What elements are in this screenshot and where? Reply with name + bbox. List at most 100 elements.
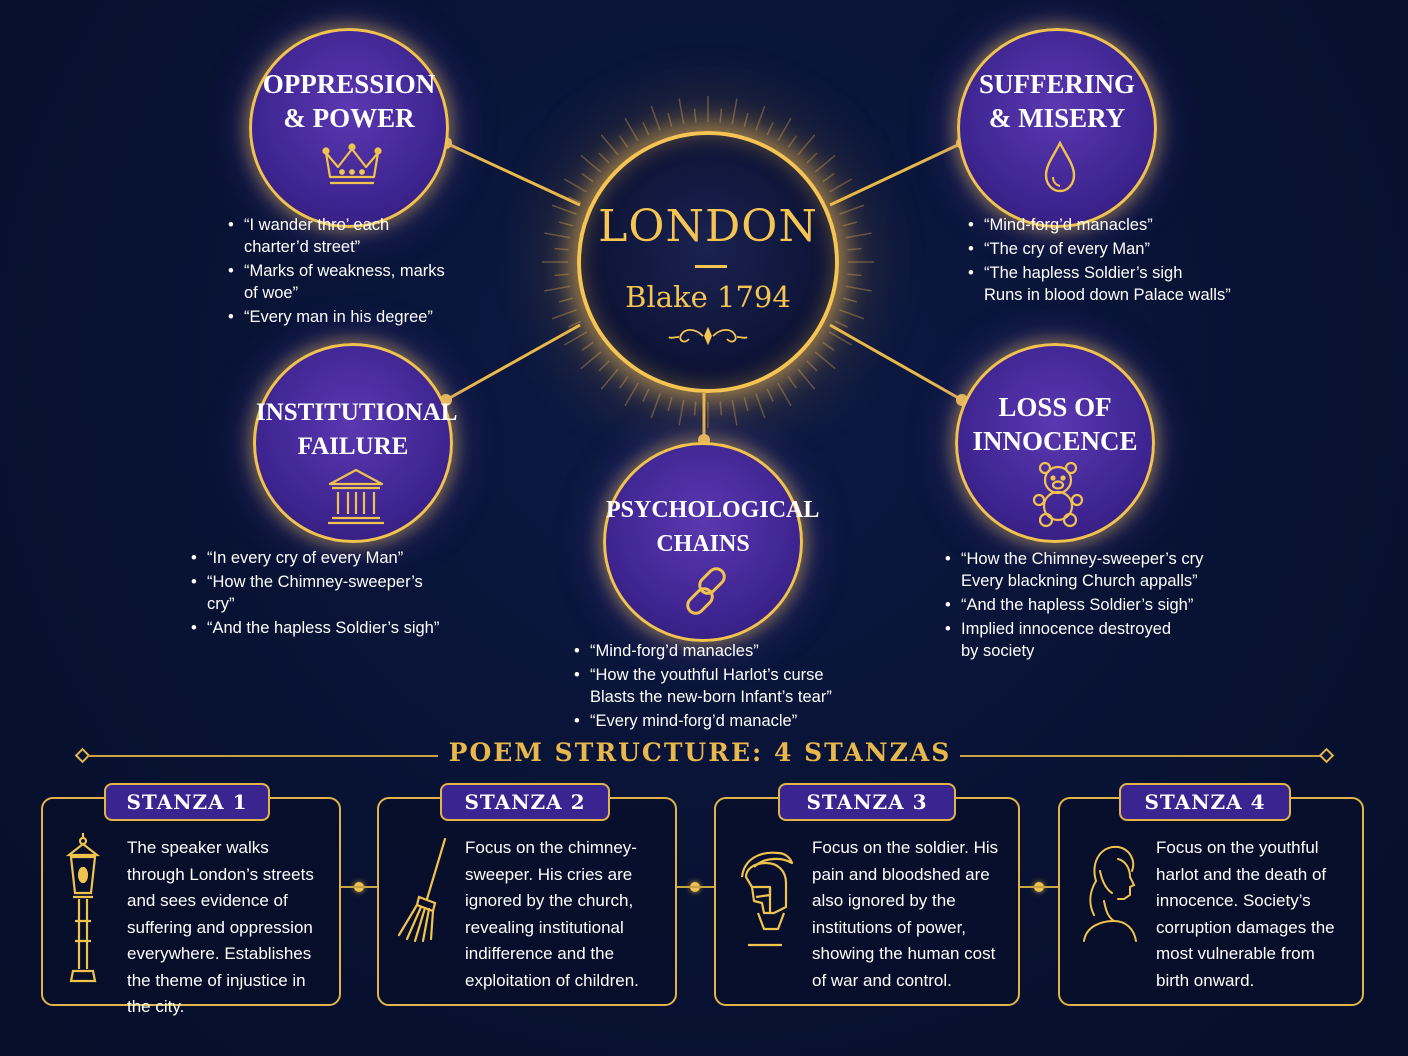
theme-title-line: OPPRESSION — [262, 69, 436, 99]
chain-link-icon — [686, 567, 726, 615]
theme-title-line: PSYCHOLOGICAL — [606, 497, 820, 523]
theme-node-psychological: PSYCHOLOGICAL CHAINS — [603, 442, 820, 642]
quote-item: “The cry of every Man” — [968, 238, 1268, 260]
glow-ray — [834, 320, 848, 328]
glow-ray — [777, 117, 792, 142]
glow-ray — [693, 401, 697, 416]
glow-ray — [551, 204, 577, 215]
glow-ray — [845, 232, 872, 239]
glow-ray — [834, 196, 848, 204]
connector-line — [1020, 886, 1058, 888]
glow-ray — [719, 401, 723, 416]
theme-quotes-innocence: “How the Chimney-sweeper’s cry Every bla… — [945, 548, 1245, 664]
stanza-tab-4: STANZA 4 — [1119, 783, 1291, 821]
quote-item: “And the hapless Soldier’s sigh” — [945, 594, 1245, 616]
glow-ray — [554, 273, 569, 277]
glow-ray — [650, 393, 661, 419]
hub-divider — [695, 265, 727, 268]
glow-ray — [551, 309, 577, 320]
glow-ray — [619, 135, 629, 148]
theme-title-line: & POWER — [283, 103, 415, 133]
glow-ray — [843, 221, 857, 227]
stanza-card-3: Focus on the soldier. His pain and blood… — [714, 797, 1020, 1006]
theme-title-line: FAILURE — [297, 433, 409, 460]
glow-ray — [847, 273, 862, 277]
connector-line — [341, 886, 377, 888]
theme-title: OPPRESSION & POWER — [252, 67, 446, 135]
quote-item: “Mind-forg’d manacles” — [968, 214, 1268, 236]
theme-node-innocence: LOSS OF INNOCENCE — [955, 343, 1155, 543]
glow-ray — [822, 173, 835, 183]
glow-ray — [731, 98, 738, 125]
glow-ray — [797, 134, 816, 156]
theme-title-line: & MISERY — [988, 103, 1126, 133]
glow-ray — [843, 297, 857, 303]
quote-item: “Mind-forg’d manacles” — [574, 640, 874, 662]
glow-ray — [624, 117, 639, 142]
theme-title-line: SUFFERING — [978, 69, 1135, 99]
glow-ray — [554, 247, 569, 251]
divider-line-left — [88, 755, 438, 757]
glow-ray — [600, 134, 619, 156]
stanza-tab-2: STANZA 2 — [440, 783, 610, 821]
glow-ray — [847, 247, 862, 251]
stanza-text: Focus on the soldier. His pain and blood… — [812, 838, 999, 990]
glow-ray — [642, 122, 650, 136]
glow-ray — [845, 285, 872, 292]
stanza-text: The speaker walks through London’s stree… — [127, 838, 314, 1016]
glow-ray — [568, 320, 582, 328]
quote-item: “How the Chimney-sweeper’s cry” — [191, 571, 471, 615]
glow-ray — [787, 376, 797, 389]
glow-ray — [678, 399, 685, 426]
stanza-tab-3: STANZA 3 — [778, 783, 956, 821]
glow-ray — [559, 297, 573, 303]
quote-item: “Every man in his degree” — [228, 306, 488, 328]
stanza-card-2: Focus on the chimney-sweeper. His cries … — [377, 797, 677, 1006]
theme-title: LOSS OF INNOCENCE — [958, 390, 1152, 458]
glow-ray — [839, 309, 865, 320]
glow-ray — [743, 397, 749, 411]
glow-ray — [581, 173, 594, 183]
glow-ray — [563, 331, 588, 346]
central-hub: LONDON Blake 1794 — [577, 131, 839, 393]
glow-ray — [642, 388, 650, 402]
glow-ray — [755, 105, 766, 131]
theme-quotes-oppression: “I wander thro’ each charter’d street” “… — [228, 214, 488, 330]
glow-ray — [678, 98, 685, 125]
glow-ray — [839, 204, 865, 215]
theme-title: SUFFERING & MISERY — [960, 67, 1154, 135]
stanza-text: Focus on the youthful harlot and the dea… — [1156, 838, 1335, 990]
theme-title: PSYCHOLOGICAL CHAINS — [606, 493, 820, 561]
quote-item: “I wander thro’ each charter’d street” — [228, 214, 488, 258]
stanza-tab-1: STANZA 1 — [104, 783, 270, 821]
glow-ray — [544, 285, 571, 292]
glow-ray — [624, 382, 639, 407]
quote-item: “How the Chimney-sweeper’s cry Every bla… — [945, 548, 1245, 592]
glow-ray — [559, 221, 573, 227]
glow-ray — [667, 397, 673, 411]
quote-item: “In every cry of every Man” — [191, 547, 471, 569]
glow-ray — [693, 108, 697, 123]
glow-ray — [822, 341, 835, 351]
glow-ray — [777, 382, 792, 407]
glow-ray — [731, 399, 738, 426]
flourish-icon — [668, 326, 748, 346]
theme-quotes-institutional: “In every cry of every Man” “How the Chi… — [191, 547, 471, 641]
stanza-card-4: Focus on the youthful harlot and the dea… — [1058, 797, 1364, 1006]
crown-icon — [322, 143, 382, 185]
quote-item: “How the youthful Harlot’s curse Blasts … — [574, 664, 874, 708]
stanza-text: Focus on the chimney-sweeper. His cries … — [465, 838, 639, 990]
institution-icon — [328, 468, 384, 525]
theme-title: INSTITUTIONAL FAILURE — [256, 396, 458, 464]
quote-item: “And the hapless Soldier’s sigh” — [191, 617, 471, 639]
hub-subtitle: Blake 1794 — [625, 280, 791, 314]
glow-ray — [806, 152, 818, 164]
quote-item: “Every mind-forg’d manacle” — [574, 710, 874, 732]
glow-ray — [598, 360, 610, 372]
theme-title-line: INSTITUTIONAL — [256, 399, 458, 426]
glow-ray — [619, 376, 629, 389]
broom-icon — [397, 837, 447, 943]
glow-ray — [787, 135, 797, 148]
glow-ray — [806, 360, 818, 372]
woman-profile-icon — [1083, 845, 1137, 942]
